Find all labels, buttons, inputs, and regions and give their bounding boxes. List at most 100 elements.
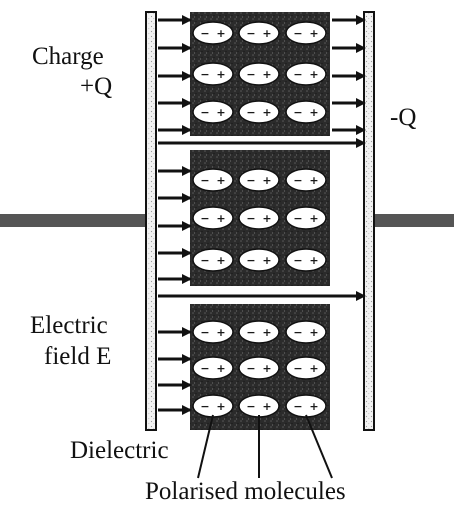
- molecule-negative-sign: −: [200, 68, 209, 81]
- right-wire: [372, 214, 454, 227]
- polarised-molecule: −+: [238, 248, 280, 272]
- molecule-outline: [192, 21, 234, 45]
- polarised-molecule: −+: [238, 206, 280, 230]
- polarised-molecule: −+: [238, 168, 280, 192]
- molecule-negative-sign: −: [200, 254, 209, 267]
- molecule-positive-sign: +: [309, 254, 318, 267]
- polarised-molecule: −+: [285, 21, 327, 45]
- polarised-molecule: −+: [285, 248, 327, 272]
- molecule-outline: [285, 394, 327, 418]
- molecule-negative-sign: −: [200, 27, 209, 40]
- molecule-positive-sign: +: [216, 326, 225, 339]
- molecule-positive-sign: +: [216, 400, 225, 413]
- electric-field-label-line1: Electric: [30, 312, 108, 339]
- molecule-outline: [238, 248, 280, 272]
- polarised-molecule: −+: [238, 320, 280, 344]
- polarised-molecule: −+: [192, 100, 234, 124]
- molecule-outline: [238, 356, 280, 380]
- molecule-outline: [238, 62, 280, 86]
- molecule-negative-sign: −: [200, 400, 209, 413]
- molecule-positive-sign: +: [216, 362, 225, 375]
- molecule-negative-sign: −: [293, 362, 302, 375]
- field-arrows-left: [158, 15, 192, 415]
- molecule-outline: [238, 206, 280, 230]
- dielectric-label: Dielectric: [70, 437, 169, 464]
- molecule-positive-sign: +: [262, 27, 271, 40]
- polarised-molecule: −+: [238, 21, 280, 45]
- molecule-negative-sign: −: [293, 27, 302, 40]
- right-plate: [363, 11, 375, 431]
- left-plate: [145, 11, 157, 431]
- molecule-outline: [285, 21, 327, 45]
- molecule-negative-sign: −: [200, 106, 209, 119]
- molecule-negative-sign: −: [246, 400, 255, 413]
- molecule-outline: [238, 394, 280, 418]
- molecule-positive-sign: +: [309, 27, 318, 40]
- molecule-positive-sign: +: [309, 212, 318, 225]
- molecule-positive-sign: +: [262, 254, 271, 267]
- polarised-molecule: −+: [285, 168, 327, 192]
- molecule-positive-sign: +: [262, 68, 271, 81]
- molecule-negative-sign: −: [246, 106, 255, 119]
- molecule-negative-sign: −: [293, 174, 302, 187]
- molecule-outline: [192, 320, 234, 344]
- molecule-positive-sign: +: [309, 400, 318, 413]
- molecule-outline: [192, 168, 234, 192]
- molecule-negative-sign: −: [200, 174, 209, 187]
- molecule-positive-sign: +: [262, 212, 271, 225]
- molecule-negative-sign: −: [246, 254, 255, 267]
- polarised-molecule: −+: [285, 206, 327, 230]
- molecule-negative-sign: −: [293, 212, 302, 225]
- molecule-negative-sign: −: [246, 27, 255, 40]
- polarised-molecule: −+: [192, 320, 234, 344]
- charge-negative-label: -Q: [390, 104, 417, 131]
- molecule-outline: [192, 356, 234, 380]
- molecule-positive-sign: +: [309, 106, 318, 119]
- molecule-outline: [285, 168, 327, 192]
- molecule-outline: [192, 100, 234, 124]
- polarised-molecules-label: Polarised molecules: [145, 478, 346, 505]
- polarised-molecule: −+: [192, 21, 234, 45]
- molecule-positive-sign: +: [216, 106, 225, 119]
- molecule-positive-sign: +: [309, 68, 318, 81]
- molecule-negative-sign: −: [200, 362, 209, 375]
- molecule-negative-sign: −: [293, 400, 302, 413]
- molecule-outline: [192, 248, 234, 272]
- charge-positive-label-line2: +Q: [80, 73, 113, 100]
- polarised-molecule: −+: [285, 62, 327, 86]
- molecule-outline: [285, 356, 327, 380]
- molecule-negative-sign: −: [246, 174, 255, 187]
- molecule-positive-sign: +: [309, 362, 318, 375]
- polarised-molecule: −+: [238, 356, 280, 380]
- molecule-positive-sign: +: [216, 254, 225, 267]
- polarised-molecules: −+−+−+−+−+−+−+−+−+−+−+−+−+−+−+−+−+−+−+−+…: [192, 21, 327, 418]
- molecule-positive-sign: +: [262, 400, 271, 413]
- molecule-outline: [238, 100, 280, 124]
- molecule-positive-sign: +: [262, 174, 271, 187]
- molecule-negative-sign: −: [246, 362, 255, 375]
- molecule-negative-sign: −: [246, 68, 255, 81]
- field-arrows-through: [158, 138, 366, 301]
- polarised-molecule: −+: [238, 394, 280, 418]
- polarised-molecule: −+: [285, 356, 327, 380]
- molecule-positive-sign: +: [216, 174, 225, 187]
- molecule-outline: [192, 394, 234, 418]
- polarised-molecule: −+: [192, 248, 234, 272]
- polarised-molecule: −+: [285, 100, 327, 124]
- molecule-positive-sign: +: [216, 68, 225, 81]
- molecule-positive-sign: +: [309, 326, 318, 339]
- molecule-outline: [238, 168, 280, 192]
- molecule-outline: [285, 62, 327, 86]
- molecule-positive-sign: +: [216, 212, 225, 225]
- molecule-negative-sign: −: [293, 68, 302, 81]
- molecule-positive-sign: +: [262, 326, 271, 339]
- molecule-outline: [285, 320, 327, 344]
- electric-field-label-line2: field E: [44, 343, 112, 370]
- molecule-positive-sign: +: [262, 106, 271, 119]
- polarised-molecule: −+: [192, 356, 234, 380]
- polarised-molecule: −+: [285, 320, 327, 344]
- charge-positive-label-line1: Charge: [32, 43, 104, 70]
- molecule-outline: [285, 248, 327, 272]
